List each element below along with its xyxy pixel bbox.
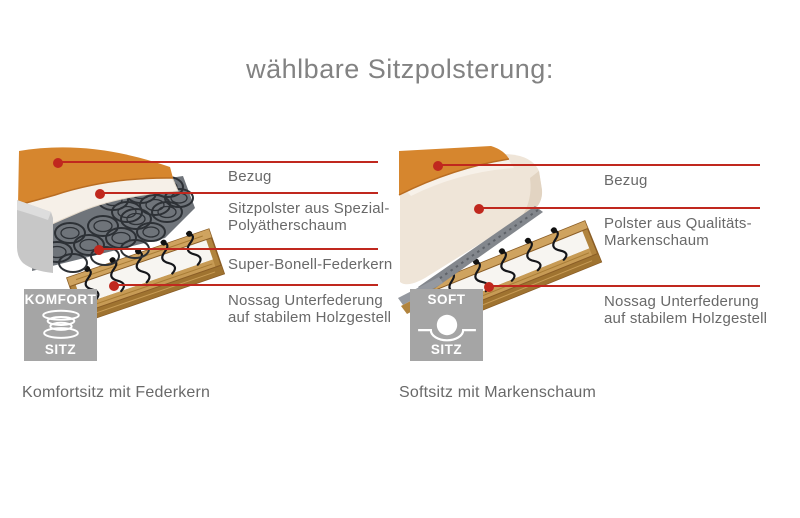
badge-label-top: KOMFORT <box>24 292 97 307</box>
label-markenschaum: Polster aus Qualitäts- Markenschaum <box>604 215 782 249</box>
leader-dot <box>53 158 63 168</box>
label-bezug-right: Bezug <box>604 172 782 189</box>
leader-line <box>58 161 378 163</box>
soft-sitz-badge: SOFT SITZ <box>410 289 483 361</box>
badge-label-top: SOFT <box>427 292 466 307</box>
label-line: Polster aus Qualitäts- <box>604 215 752 232</box>
label-line: Polyätherschaum <box>228 217 347 234</box>
label-line: Nossag Unterfederung <box>604 293 759 310</box>
badge-label-bottom: SITZ <box>430 342 463 357</box>
leader-dot <box>95 189 105 199</box>
caption-softsitz: Softsitz mit Markenschaum <box>399 384 597 401</box>
page-title: wählbare Sitzpolsterung: <box>246 54 554 84</box>
label-line: auf stabilem Holzgestell <box>604 310 768 327</box>
ball-on-suspension-icon <box>417 314 476 342</box>
label-unterfederung-right: Nossag Unterfederung auf stabilem Holzge… <box>604 293 782 327</box>
label-line: Sitzpolster aus Spezial- <box>228 200 390 217</box>
cover-fabric-right <box>399 146 509 195</box>
leader-line <box>100 192 378 194</box>
side-cushion-edge <box>17 200 53 273</box>
label-line: Markenschaum <box>604 232 709 249</box>
label-sitzpolster: Sitzpolster aus Spezial- Polyätherschaum <box>228 200 406 234</box>
label-federkern: Super-Bonell-Federkern <box>228 256 406 273</box>
leader-line <box>99 248 378 250</box>
label-line: Nossag Unterfederung <box>228 292 383 309</box>
badge-label-bottom: SITZ <box>44 342 77 357</box>
caption-komfortsitz: Komfortsitz mit Federkern <box>22 384 211 401</box>
coil-spring-icon <box>41 309 80 339</box>
label-line: Bezug <box>228 168 272 185</box>
metal-rail <box>418 206 543 294</box>
leader-dot <box>474 204 484 214</box>
leader-line <box>114 284 378 286</box>
nosag-zigzag-springs <box>446 227 568 303</box>
label-bezug-left: Bezug <box>228 168 406 185</box>
label-line: Super-Bonell-Federkern <box>228 256 393 273</box>
leader-dot <box>109 281 119 291</box>
leader-dot <box>94 245 104 255</box>
leader-line <box>479 207 760 209</box>
leader-dot <box>484 282 494 292</box>
label-unterfederung-left: Nossag Unterfederung auf stabilem Holzge… <box>228 292 406 326</box>
label-line: Bezug <box>604 172 648 189</box>
leader-dot <box>433 161 443 171</box>
label-line: auf stabilem Holzgestell <box>228 309 392 326</box>
leader-line <box>489 285 760 287</box>
komfort-sitz-badge: KOMFORT SITZ <box>24 289 97 361</box>
leader-line <box>438 164 760 166</box>
